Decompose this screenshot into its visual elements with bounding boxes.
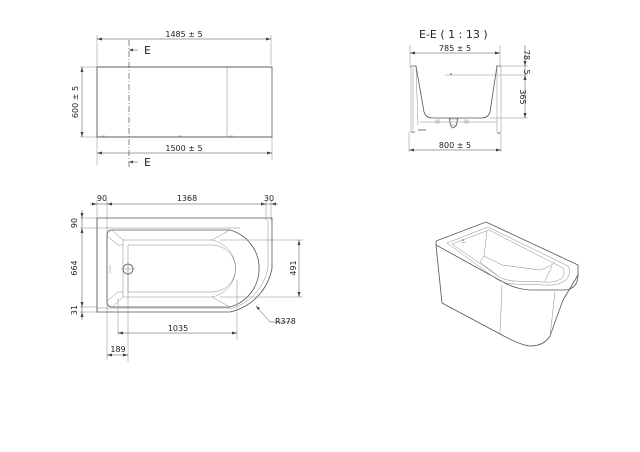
front-bottom-width: 1500 ± 5 bbox=[165, 144, 202, 153]
iso-view bbox=[435, 221, 579, 347]
front-top-width: 1485 ± 5 bbox=[165, 30, 202, 39]
plan-inner-width: 664 bbox=[70, 260, 79, 275]
plan-basin-length: 1035 bbox=[168, 324, 188, 333]
rim-height: 78 bbox=[522, 50, 531, 60]
plan-right-margin: 30 bbox=[264, 194, 274, 203]
front-height: 600 ± 5 bbox=[71, 86, 80, 118]
plan-view bbox=[80, 200, 303, 362]
section-view bbox=[408, 45, 528, 152]
plan-top-margin: 90 bbox=[70, 218, 79, 228]
rim-offset: 5 bbox=[522, 69, 531, 74]
plan-bottom-margin: 31 bbox=[70, 305, 79, 315]
basin-depth: 365 bbox=[518, 89, 527, 104]
plan-left-margin: 90 bbox=[97, 194, 107, 203]
front-view bbox=[80, 35, 273, 168]
section-label-top: E bbox=[144, 44, 151, 57]
plan-inner-length: 1368 bbox=[177, 194, 197, 203]
section-title: E-E ( 1 : 13 ) bbox=[419, 28, 488, 41]
plan-drain-offset: 189 bbox=[110, 345, 125, 354]
section-inner-width: 785 ± 5 bbox=[439, 44, 471, 53]
plan-radius: R378 bbox=[275, 317, 296, 326]
section-label-bottom: E bbox=[144, 156, 151, 169]
section-outer-width: 800 ± 5 bbox=[439, 141, 471, 150]
plan-basin-width: 491 bbox=[289, 260, 298, 275]
